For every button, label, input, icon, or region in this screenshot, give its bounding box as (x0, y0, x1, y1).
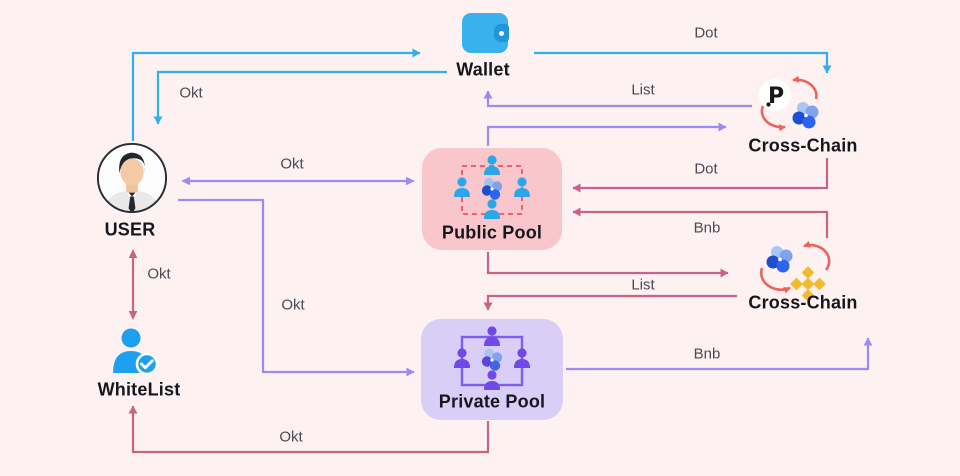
edge-label-list-publicpool-crosschain: List (631, 276, 655, 294)
edge-label-okt-user-publicpool: Okt (280, 155, 304, 173)
edge-publicpool-to-crosschain-list (486, 252, 729, 278)
edge-crosschain-to-privatepool (483, 294, 737, 311)
pool-members-purple-icon (454, 326, 530, 390)
edge-label-okt-wallet-user: Okt (179, 84, 203, 102)
edge-privatepool-to-crosschain-bnb (566, 337, 873, 371)
wallet-clasp-icon (494, 24, 509, 42)
okexchain-binance-swap-icon (759, 240, 831, 302)
arrowhead-left-user-publicpool (181, 176, 190, 186)
polkadot-glyph: P (768, 84, 784, 109)
edge-label-list-crosschain-wallet: List (631, 81, 655, 99)
arrowhead-right-user-publicpool (406, 176, 415, 186)
cross-chain-bottom-label: Cross-Chain (748, 292, 858, 313)
edge-publicpool-to-crosschain (486, 122, 727, 146)
arrowhead-down-user-whitelist (128, 311, 138, 320)
edge-user-to-privatepool-okt (178, 198, 415, 377)
whitelist-label: WhiteList (97, 379, 181, 400)
polkadot-okexchain-swap-icon: P (759, 75, 819, 132)
edge-crosschain-to-publicpool-bnb (572, 207, 829, 238)
person-check-icon (113, 328, 159, 376)
edge-label-okt-user-privatepool: Okt (281, 296, 305, 314)
edge-label-bnb-privatepool-crosschain: Bnb (693, 345, 721, 363)
edge-wallet-to-crosschain-dot (534, 51, 832, 74)
edge-crosschain-to-wallet-list (483, 90, 752, 108)
user-label: USER (104, 219, 156, 240)
edge-user-to-wallet (131, 48, 421, 141)
arrowhead-up-user-whitelist (128, 249, 138, 258)
edge-label-bnb-crosschain-publicpool: Bnb (693, 219, 721, 237)
user-avatar (96, 142, 168, 214)
wallet-icon (462, 13, 509, 53)
edge-wallet-to-user-okt (153, 70, 447, 125)
pool-members-blue-icon (454, 155, 530, 219)
cross-chain-top-label: Cross-Chain (748, 135, 858, 156)
edge-privatepool-to-whitelist-okt (128, 405, 490, 454)
public-pool-label: Public Pool (441, 222, 543, 243)
edge-label-okt-privatepool-whitelist: Okt (279, 428, 303, 446)
edge-label-dot-wallet-crosschain: Dot (694, 24, 718, 42)
private-pool-label: Private Pool (438, 391, 546, 412)
edge-crosschain-to-publicpool-dot (572, 158, 829, 193)
wallet-label: Wallet (456, 59, 510, 80)
edge-label-dot-crosschain-publicpool: Dot (694, 160, 718, 178)
edge-label-okt-user-whitelist: Okt (147, 265, 171, 283)
